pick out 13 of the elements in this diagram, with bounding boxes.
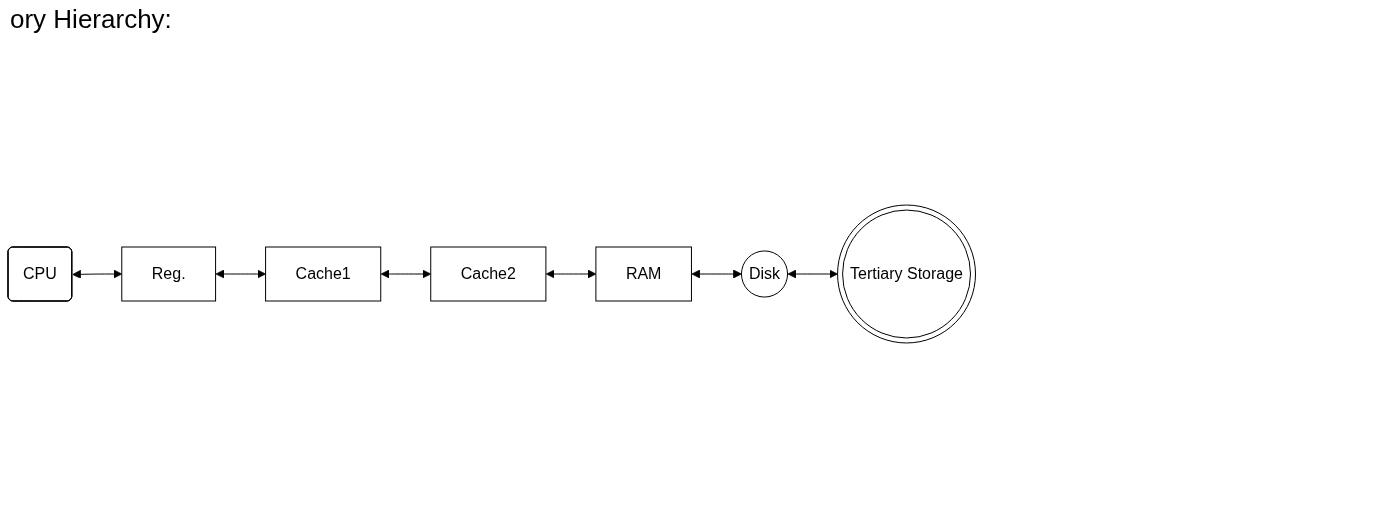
node-circle: Disk [740, 250, 789, 298]
arrow [215, 269, 266, 279]
arrow [787, 269, 838, 279]
arrow [691, 269, 742, 279]
node-box: RAM [595, 246, 692, 302]
node-box: Cache1 [265, 246, 382, 302]
arrow [72, 269, 123, 279]
arrow [380, 269, 432, 279]
node-box: Reg. [121, 246, 217, 302]
node-box: Cache2 [430, 246, 547, 302]
arrow [545, 269, 597, 279]
node-circle: Tertiary Storage [837, 204, 976, 344]
title: ory Hierarchy: [10, 4, 173, 35]
